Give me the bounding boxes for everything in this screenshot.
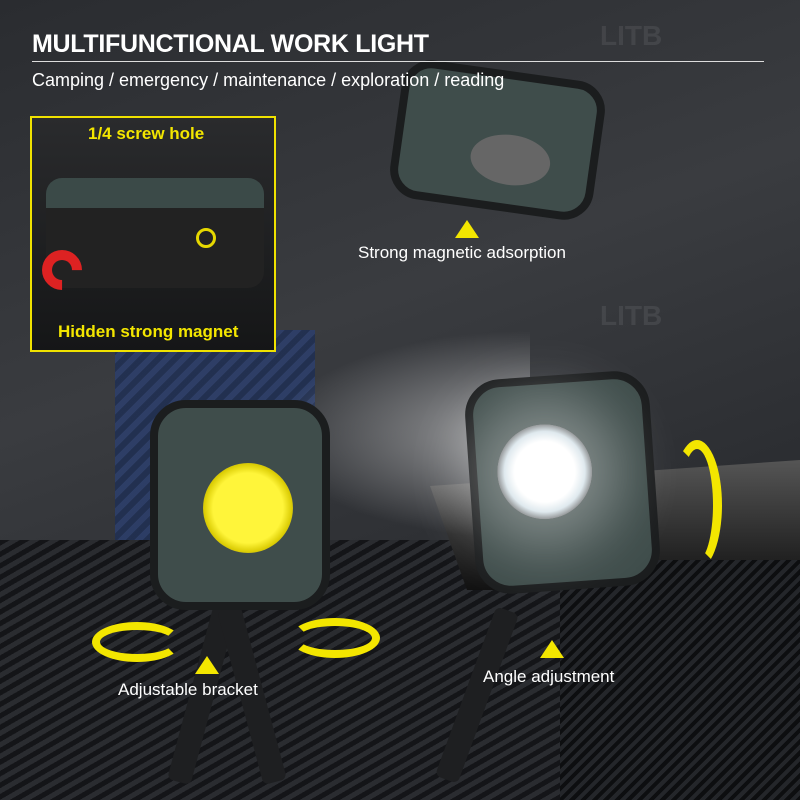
callout-magnetic: Strong magnetic adsorption bbox=[358, 243, 566, 262]
callout-bracket: Adjustable bracket bbox=[118, 680, 258, 699]
watermark: LITB bbox=[600, 20, 663, 51]
divider bbox=[32, 61, 764, 62]
lit-cob-lens bbox=[494, 421, 596, 523]
triangle-pointer-icon bbox=[540, 640, 564, 658]
rotate-arrows-icon bbox=[92, 622, 182, 662]
work-light-right bbox=[462, 368, 663, 597]
inset-top-label: 1/4 screw hole bbox=[88, 124, 205, 143]
callout-angle: Angle adjustment bbox=[483, 667, 615, 686]
rotate-arrows-icon bbox=[290, 618, 380, 658]
page-title: MULTIFUNCTIONAL WORK LIGHT bbox=[32, 30, 429, 58]
striped-box bbox=[560, 560, 800, 800]
triangle-pointer-icon bbox=[455, 220, 479, 238]
subtitle: Camping / emergency / maintenance / expl… bbox=[32, 70, 505, 90]
cob-lens bbox=[467, 129, 554, 191]
work-light-left bbox=[150, 400, 330, 610]
triangle-pointer-icon bbox=[195, 656, 219, 674]
screw-hole-icon bbox=[196, 228, 216, 248]
light-side-view bbox=[46, 178, 264, 288]
detail-inset: 1/4 screw hole Hidden strong magnet bbox=[30, 116, 276, 352]
inset-bottom-label: Hidden strong magnet bbox=[58, 322, 239, 341]
watermark: LITB bbox=[600, 300, 663, 331]
cob-lens bbox=[203, 463, 293, 553]
curved-up-arrow-icon bbox=[672, 440, 722, 570]
